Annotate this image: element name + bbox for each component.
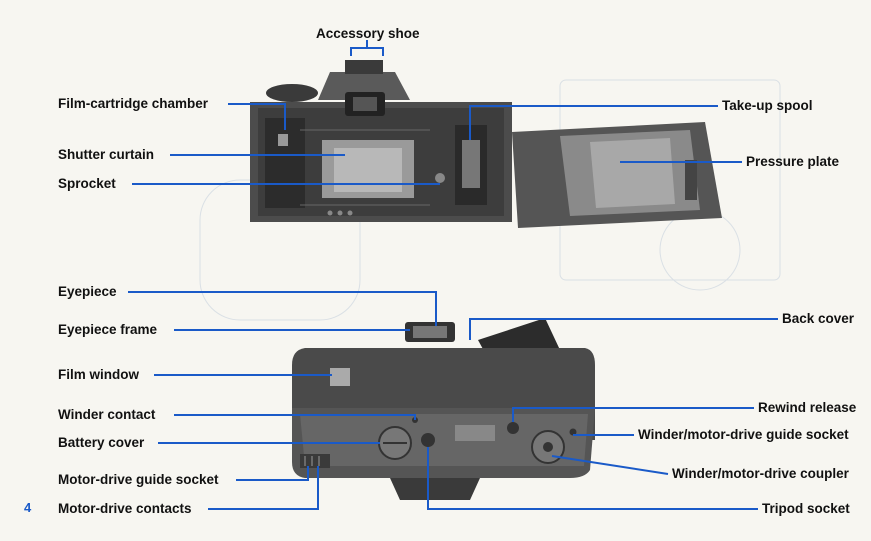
- label-shutter-curtain: Shutter curtain: [58, 147, 155, 162]
- label-winder-coupler: Winder/motor-drive coupler: [672, 466, 849, 481]
- leader-lines: [128, 40, 778, 510]
- label-back-cover: Back cover: [782, 311, 855, 326]
- label-take-up-spool: Take-up spool: [722, 98, 813, 113]
- label-film-window: Film window: [58, 367, 139, 382]
- label-motor-drive-guide-socket: Motor-drive guide socket: [58, 472, 219, 487]
- camera-back-open: [250, 60, 722, 228]
- label-winder-guide-socket: Winder/motor-drive guide socket: [638, 427, 849, 442]
- label-motor-drive-contacts: Motor-drive contacts: [58, 501, 192, 516]
- label-tripod-socket: Tripod socket: [762, 501, 850, 516]
- label-rewind-release: Rewind release: [758, 400, 857, 415]
- label-battery-cover: Battery cover: [58, 435, 145, 450]
- label-eyepiece: Eyepiece: [58, 284, 117, 299]
- label-winder-contact: Winder contact: [58, 407, 156, 422]
- label-film-cartridge-chamber: Film-cartridge chamber: [58, 96, 209, 111]
- label-sprocket: Sprocket: [58, 176, 116, 191]
- camera-underside: [292, 318, 595, 500]
- label-pressure-plate: Pressure plate: [746, 154, 840, 169]
- page-number: 4: [24, 500, 32, 515]
- label-eyepiece-frame: Eyepiece frame: [58, 322, 158, 337]
- label-accessory-shoe: Accessory shoe: [316, 26, 420, 41]
